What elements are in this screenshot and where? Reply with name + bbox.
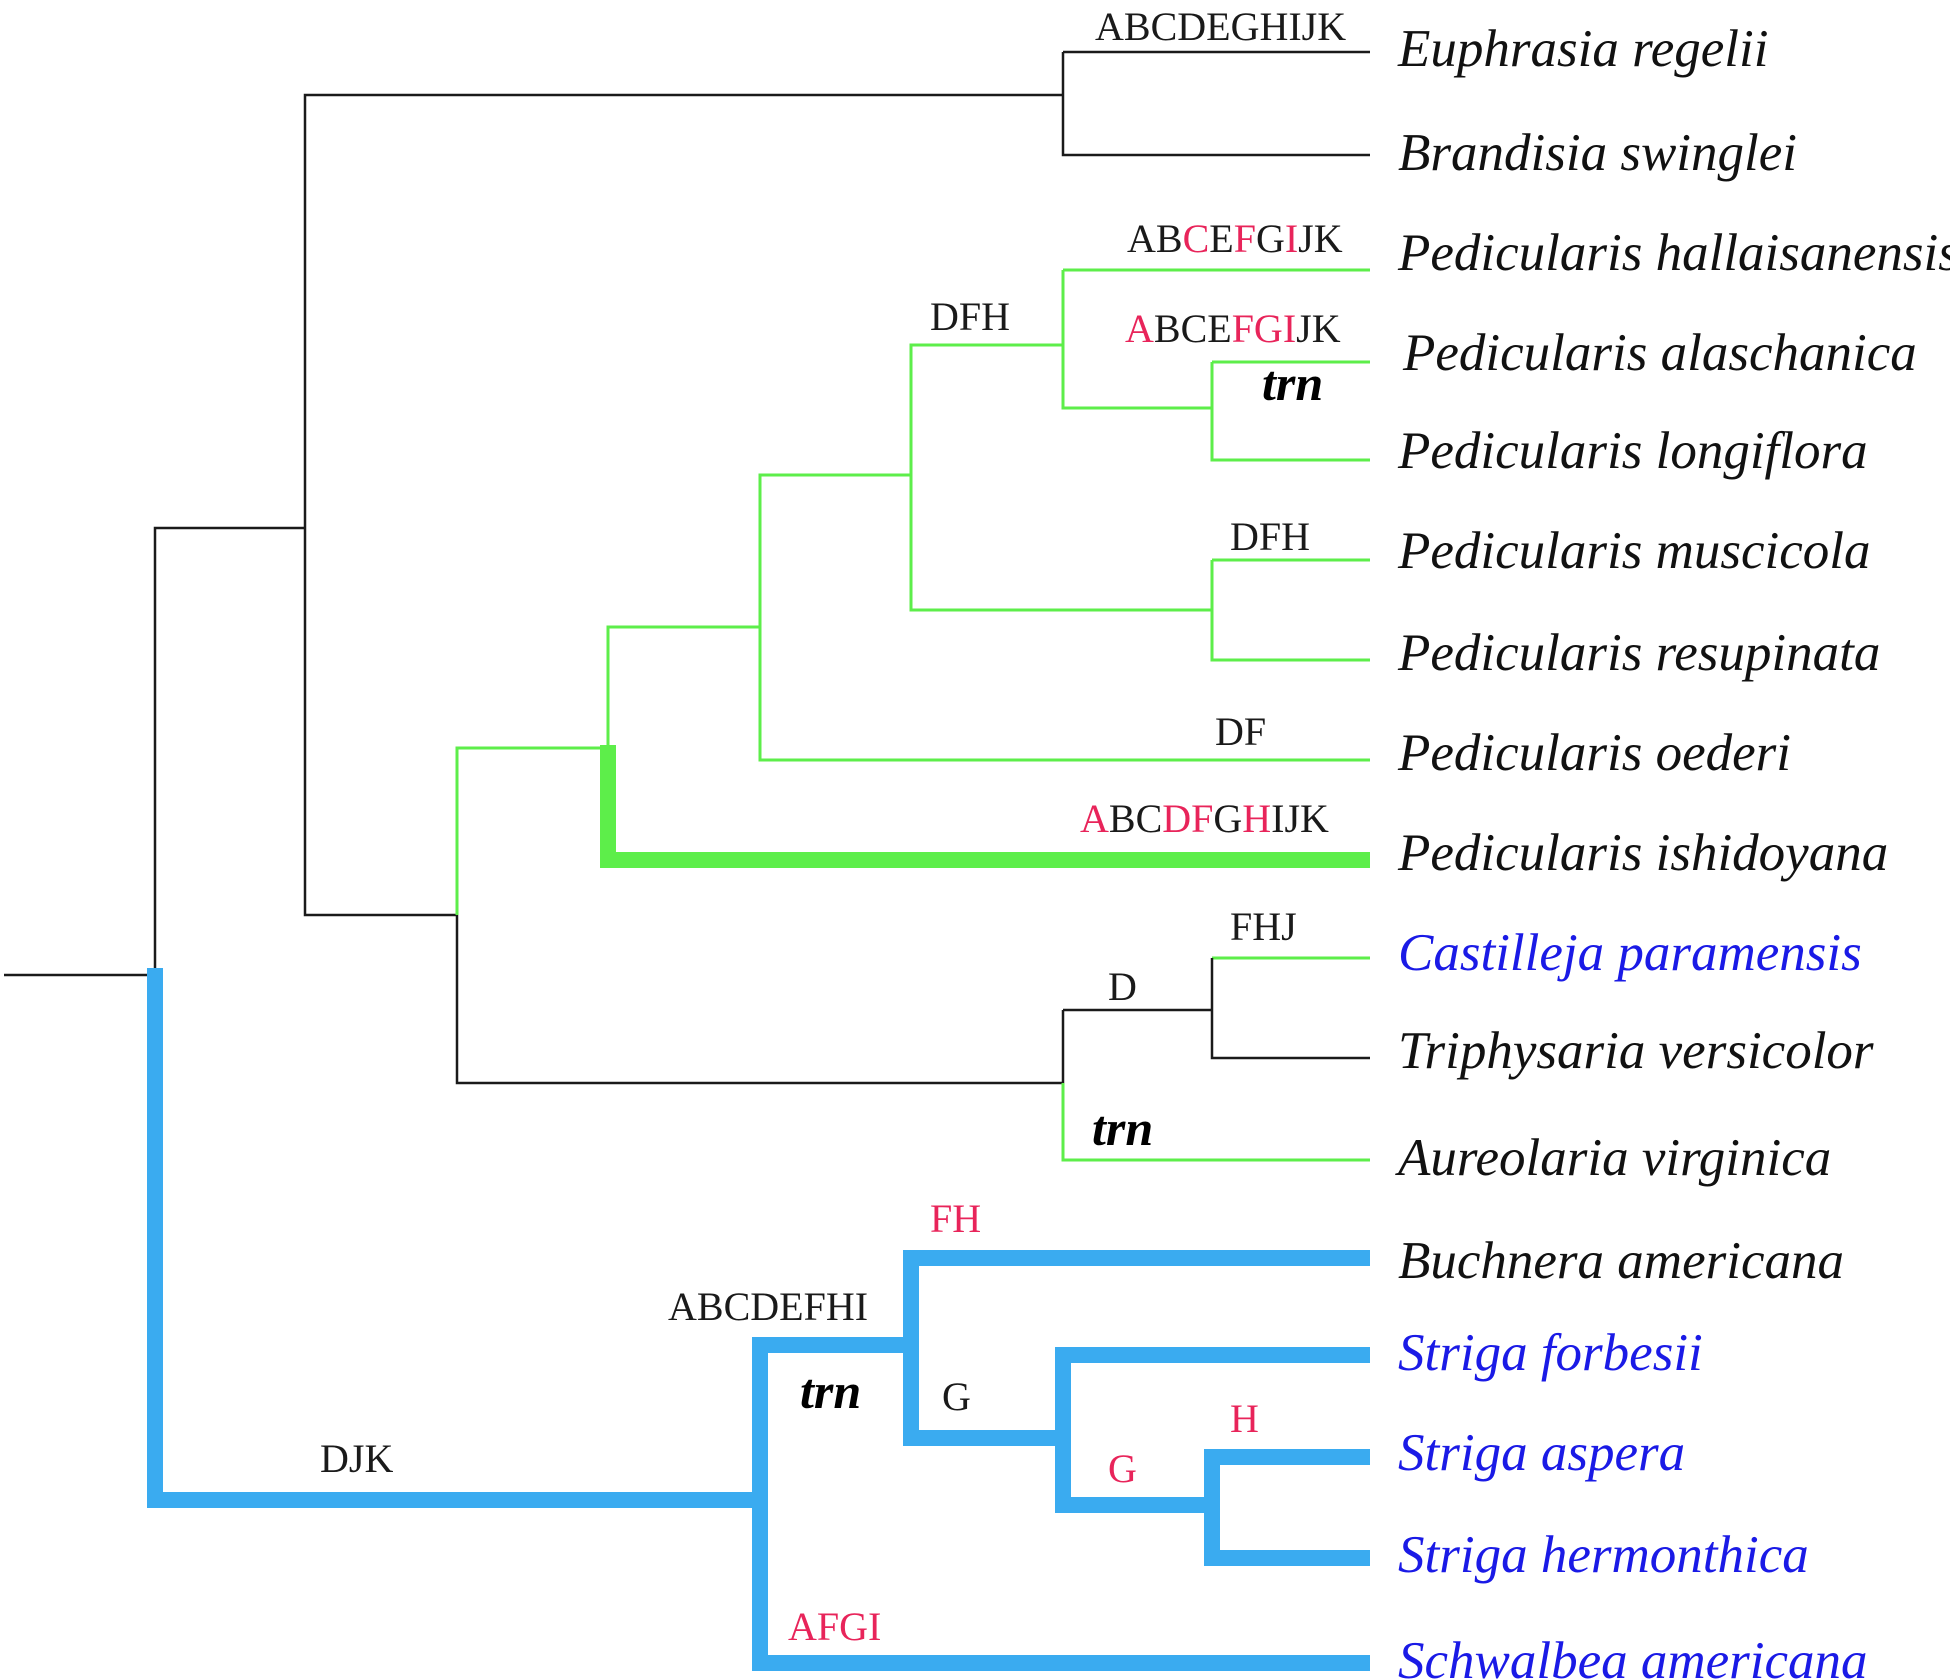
branch-label-segment: DJK [320, 1436, 393, 1481]
branch-ingroup-upper [153, 526, 305, 975]
branch-label-segment: DF [1215, 709, 1266, 754]
branch-label-segment: FGI [1232, 306, 1296, 351]
branch-buchnera-striga-stem [752, 1337, 911, 1500]
taxon-label: Pedicularis longiflora [1397, 422, 1868, 480]
taxon-label: Triphysaria versicolor [1398, 1022, 1874, 1080]
branch-label-segment: BCE [1154, 306, 1232, 351]
taxon-label: Striga forbesii [1398, 1324, 1703, 1382]
branch-label-segment: BC [1109, 796, 1162, 841]
branch-label-segment: G [1108, 1446, 1137, 1491]
branch-labels: ABCDEGHIJKABCEFGIJKABCEFGIJKDFHDFHDFABCD… [320, 4, 1346, 1649]
branch-label-l8: FHJ [1230, 904, 1297, 949]
taxon-label: Pedicularis hallaisanensis [1397, 224, 1950, 282]
branch-label-segment: H [1230, 1396, 1259, 1441]
taxon-label: Schwalbea americana [1398, 1632, 1868, 1679]
branch-label-segment: FH [930, 1196, 981, 1241]
taxon-label: Pedicularis ishidoyana [1397, 824, 1888, 882]
branch-label-segment: A [1080, 796, 1109, 841]
trn-marker: trn [1092, 1100, 1153, 1156]
branch-lower-ingroup [303, 528, 457, 917]
taxon-label: Pedicularis muscicola [1397, 522, 1871, 580]
taxon-label: Pedicularis resupinata [1397, 624, 1880, 682]
branch-label-l5: DFH [1230, 514, 1310, 559]
branch-label-l3: ABCEFGIJK [1125, 306, 1341, 351]
branch-label-l7: ABCDFGHIJK [1080, 796, 1329, 841]
branch-label-segment: A [1125, 306, 1154, 351]
branch-buchnera-clade-stem [147, 968, 760, 1508]
branch-longiflora [1210, 362, 1370, 462]
branch-striga-forbesii [1055, 1347, 1370, 1438]
branch-castilleja-clade-stem [455, 915, 1063, 1085]
branch-muscicola-resupinata-stem [909, 475, 1212, 612]
branch-label-segment: DFH [1230, 514, 1310, 559]
branch-striga-aspera [1204, 1449, 1370, 1505]
branch-buchnera [903, 1250, 1370, 1345]
branch-brandisia [1061, 52, 1370, 157]
branch-striga-hermonthica [1204, 1505, 1370, 1566]
branch-oederi [758, 627, 1370, 762]
branch-label-segment: ABCDEGHIJK [1095, 4, 1346, 49]
branch-label-segment: JK [1296, 306, 1341, 351]
branch-label-segment: C [1183, 216, 1210, 261]
branch-label-segment: AFGI [788, 1604, 881, 1649]
branch-label-segment: F [1234, 216, 1256, 261]
branch-label-segment: E [1209, 216, 1233, 261]
branch-label-l13: G [1108, 1446, 1137, 1491]
taxon-label: Castilleja paramensis [1398, 924, 1862, 982]
trn-marker: trn [1262, 355, 1323, 411]
branch-label-l6: DF [1215, 709, 1266, 754]
branch-label-segment: FHJ [1230, 904, 1297, 949]
branch-label-l4: DFH [930, 294, 1010, 339]
trn-marker: trn [800, 1363, 861, 1419]
taxon-label: Brandisia swinglei [1398, 124, 1797, 182]
branch-label-segment: D [1108, 964, 1137, 1009]
branch-pedicularis-a [758, 473, 911, 627]
branch-euphrasia-brandisia-stem [303, 93, 1063, 528]
branch-label-segment: AB [1127, 216, 1183, 261]
branch-label-l15: DJK [320, 1436, 393, 1481]
branch-resupinata [1210, 560, 1370, 662]
branch-label-segment: G [1256, 216, 1285, 261]
taxon-label: Aureolaria virginica [1395, 1129, 1831, 1187]
branch-ishidoyana [600, 745, 1370, 868]
branch-striga-ah-stem [1055, 1438, 1212, 1513]
branch-label-segment: I [1285, 216, 1298, 261]
branch-label-l10: FH [930, 1196, 981, 1241]
branch-label-segment: ABCDEFHI [668, 1284, 868, 1329]
branch-alaschanica-longiflora-stem [1061, 270, 1212, 410]
branch-label-l11: ABCDEFHI [668, 1284, 868, 1329]
branch-label-l9: D [1108, 964, 1137, 1009]
branch-label-segment: JK [1298, 216, 1343, 261]
branch-triphysaria [1210, 958, 1370, 1060]
branch-label-segment: G [1213, 796, 1242, 841]
branch-pedicularis-stem [455, 746, 608, 915]
branch-aureolaria [1061, 1083, 1370, 1162]
taxon-label: Pedicularis oederi [1397, 724, 1791, 782]
branch-schwalbea [752, 1500, 1370, 1671]
taxon-label: Striga hermonthica [1398, 1526, 1809, 1584]
branch-label-segment: DF [1162, 796, 1213, 841]
branch-striga-stem [903, 1345, 1063, 1446]
taxon-label: Striga aspera [1398, 1424, 1685, 1482]
branch-label-segment: DFH [930, 294, 1010, 339]
taxon-label: Euphrasia regelii [1397, 20, 1768, 78]
branch-label-l12: G [942, 1374, 971, 1419]
branch-label-l14: H [1230, 1396, 1259, 1441]
branch-label-l16: AFGI [788, 1604, 881, 1649]
trn-markers: trn trn trn [800, 355, 1323, 1419]
branch-label-segment: G [942, 1374, 971, 1419]
branch-label-segment: H [1242, 796, 1271, 841]
branch-pedicularis-core [606, 625, 760, 748]
branch-label-l2: ABCEFGIJK [1127, 216, 1343, 261]
branch-label-segment: IJK [1271, 796, 1329, 841]
tree-branches [4, 50, 1370, 1671]
branch-pedicularis-b [909, 343, 1063, 475]
branch-label-l1: ABCDEGHIJK [1095, 4, 1346, 49]
taxon-label: Buchnera americana [1398, 1232, 1844, 1290]
taxon-label: Pedicularis alaschanica [1402, 324, 1917, 382]
